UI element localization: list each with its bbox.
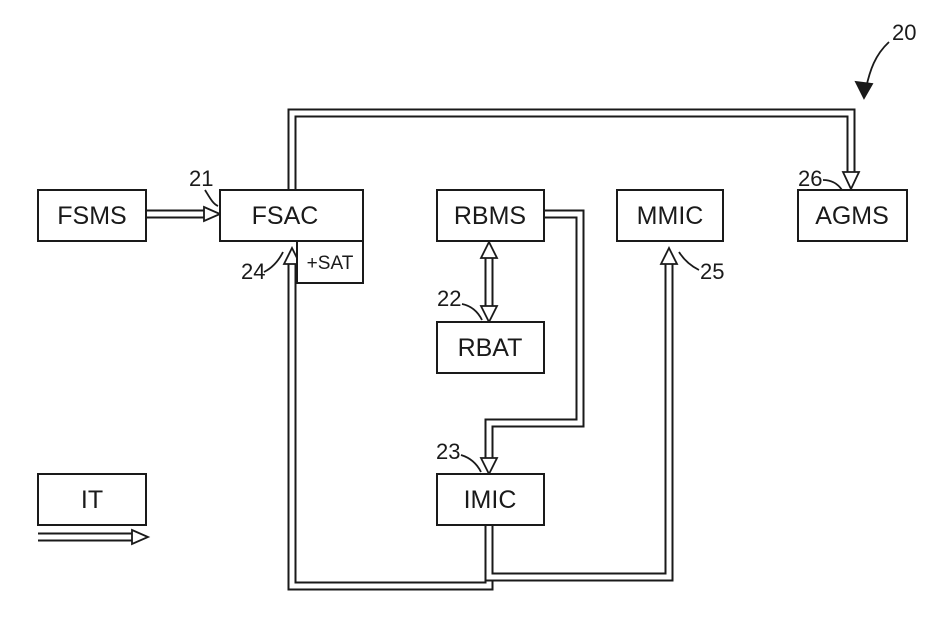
block-label: RBAT (458, 334, 523, 362)
block-agms: AGMS (798, 190, 907, 241)
block-imic: IMIC (437, 474, 544, 525)
reference-20: 20 (856, 20, 916, 98)
arrowhead-into-agms (843, 172, 859, 189)
legend-label: IT (81, 486, 103, 514)
ref-numeral: 25 (700, 259, 724, 284)
block-label: AGMS (815, 202, 889, 230)
ref-numeral: 23 (436, 439, 460, 464)
ref-numeral: 21 (189, 166, 213, 191)
reference-26: 26 (798, 166, 842, 191)
block-rbms: RBMS (437, 190, 544, 241)
block-rbat: RBAT (437, 322, 544, 373)
arrowhead-down-rbat (481, 306, 497, 322)
block-label: MMIC (637, 202, 704, 230)
arrowhead-up-rbms (481, 242, 497, 258)
block-label: RBMS (454, 202, 526, 230)
ref-numeral: 22 (437, 286, 461, 311)
block-sat: +SAT (297, 241, 363, 283)
connection-fsac-agms (292, 113, 851, 190)
block-label: IMIC (464, 486, 517, 514)
block-label: +SAT (307, 253, 354, 274)
block-label: FSMS (57, 202, 126, 230)
arrowhead-into-imic (481, 458, 497, 474)
legend-block-it: IT (38, 474, 146, 525)
block-fsac: FSAC (220, 190, 363, 241)
reference-23: 23 (436, 439, 481, 472)
block-fsms: FSMS (38, 190, 146, 241)
ref-numeral: 24 (241, 259, 265, 284)
block-label: FSAC (252, 202, 319, 230)
reference-21: 21 (189, 166, 218, 206)
block-mmic: MMIC (617, 190, 723, 241)
ref-numeral: 26 (798, 166, 822, 191)
arrowhead-into-fsac (204, 207, 220, 221)
reference-24: 24 (241, 252, 283, 284)
reference-22: 22 (437, 286, 482, 320)
figure-number: 20 (892, 20, 916, 45)
reference-25: 25 (679, 252, 724, 284)
arrowhead-legend (132, 530, 148, 544)
arrowhead-into-mmic (661, 248, 677, 264)
connection-imic-fsac (292, 264, 489, 586)
